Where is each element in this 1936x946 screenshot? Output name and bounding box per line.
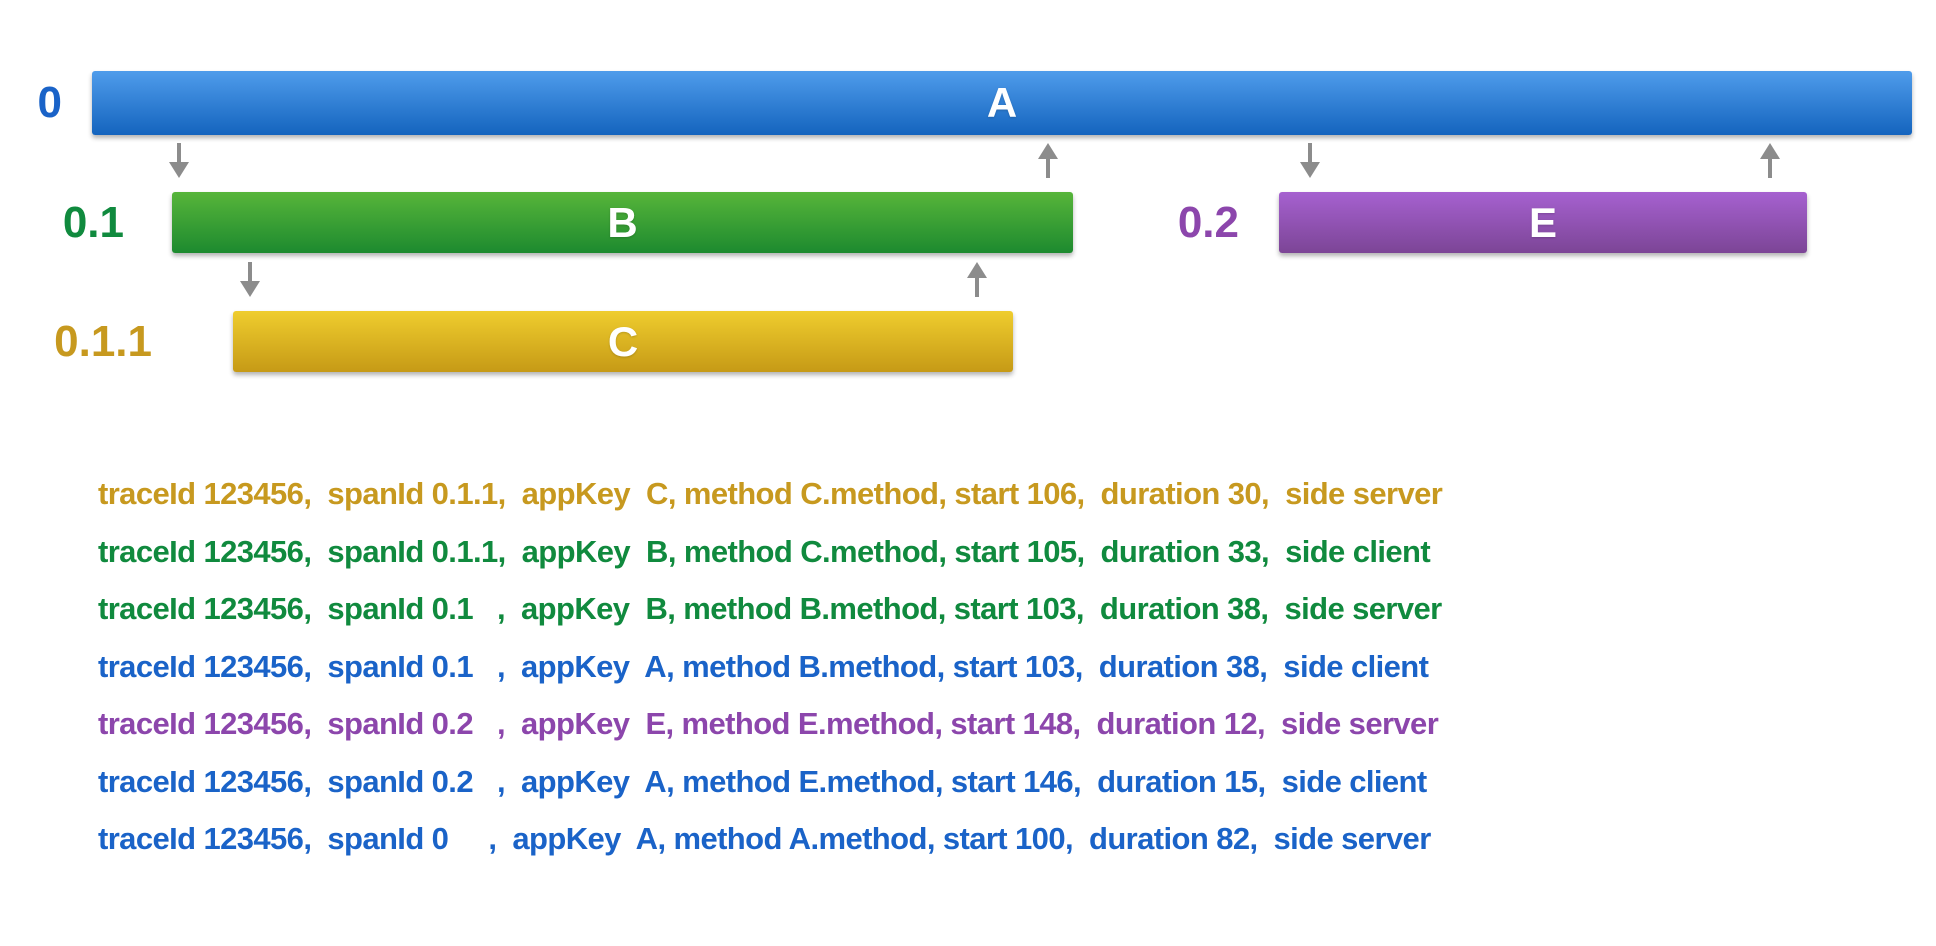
trace-log-line: traceId 123456, spanId 0.2 , appKey E, m… [98,706,1439,741]
span-id-label: 0.2 [1177,197,1239,247]
span-id-label: 0 [37,78,62,127]
call-down-arrow-icon [240,262,260,297]
call-down-arrow-icon [169,143,189,178]
trace-log-line: traceId 123456, spanId 0.1.1, appKey C, … [98,476,1443,511]
span-bar-a: A [92,71,1912,135]
bar-label: E [1528,198,1557,246]
bar-label: B [607,198,638,246]
span-bar-e: E [1279,192,1807,253]
call-down-arrow-icon [1300,143,1320,178]
trace-log-line: traceId 123456, spanId 0.1 , appKey A, m… [98,648,1429,684]
bar-label: A [986,79,1018,126]
span-id-label: 0.1 [62,197,124,247]
return-up-arrow-icon [1038,143,1058,178]
span-id-label: 0.1.1 [54,316,152,366]
trace-log-line: traceId 123456, spanId 0.1 , appKey B, m… [98,591,1442,626]
span-bar-b: B [172,192,1073,253]
return-up-arrow-icon [967,262,987,297]
bar-label: C [607,317,639,365]
trace-log-line: traceId 123456, spanId 0.1.1, appKey B, … [98,533,1431,569]
span-bar-c: C [233,311,1013,372]
trace-log: traceId 123456, spanId 0.1.1, appKey C, … [98,465,1443,868]
trace-log-line: traceId 123456, spanId 0 , appKey A, met… [98,821,1431,856]
return-up-arrow-icon [1760,143,1780,178]
trace-log-line: traceId 123456, spanId 0.2 , appKey A, m… [98,763,1427,799]
